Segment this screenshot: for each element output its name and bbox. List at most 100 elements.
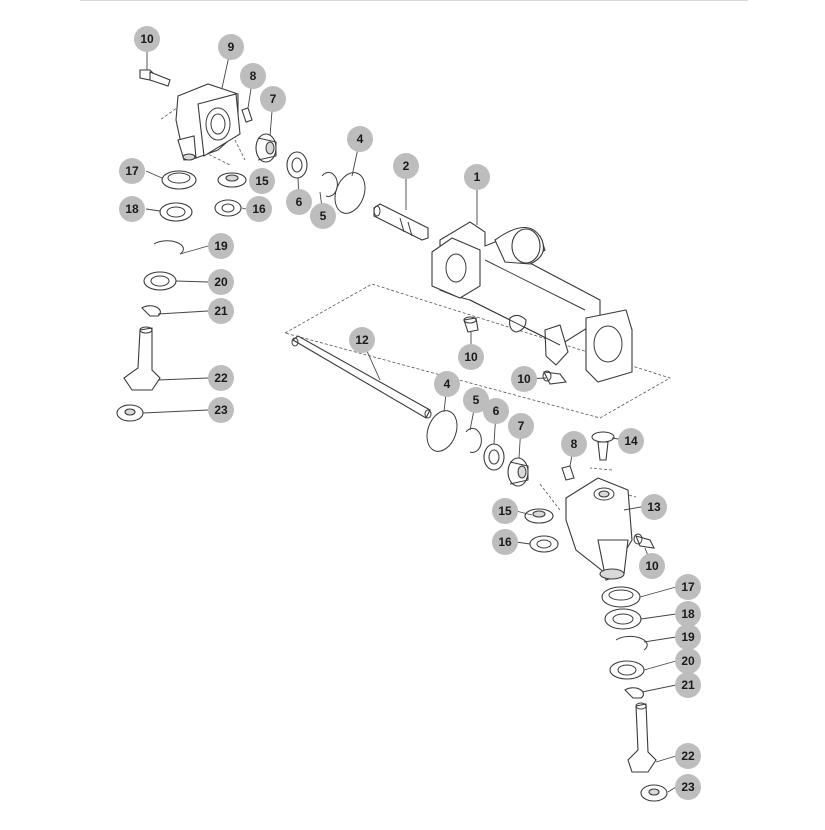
bearing-23-upper	[116, 404, 144, 422]
bearing-lower	[483, 443, 505, 471]
bolt-housing-a	[463, 316, 479, 333]
callout-7-lower: 7	[508, 413, 534, 439]
o-ring-upper	[334, 172, 366, 214]
callout-15-lower: 15	[492, 498, 518, 524]
callout-22-upper: 22	[208, 365, 234, 391]
tube-housing	[431, 221, 633, 383]
bevel-gear-upper	[255, 133, 277, 163]
callout-label: 20	[681, 654, 695, 668]
bearing-17-lower	[601, 586, 641, 608]
callout-9: 9	[218, 34, 244, 60]
callout-label: 5	[320, 209, 327, 223]
callout-label: 13	[647, 500, 661, 514]
bolt-lower-right	[633, 533, 655, 549]
callout-19-upper: 19	[208, 233, 234, 259]
callout-10-housing-a: 10	[458, 344, 484, 370]
callout-label: 18	[125, 202, 139, 216]
seal-18-upper	[159, 202, 193, 222]
o-ring-lower	[426, 410, 458, 452]
circlip-lower	[465, 427, 482, 453]
callout-label: 5	[473, 393, 480, 407]
callout-2: 2	[393, 153, 419, 179]
gear-15-lower	[524, 508, 554, 524]
callout-8-upper: 8	[240, 63, 266, 89]
callout-label: 10	[464, 350, 478, 364]
callout-label: 12	[355, 333, 369, 347]
callout-23-lower: 23	[675, 774, 701, 800]
callout-label: 1	[474, 170, 481, 184]
lower-gearbox-housing	[565, 477, 633, 581]
callout-18-lower: 18	[675, 601, 701, 627]
callout-label: 15	[255, 174, 269, 188]
callout-16-upper: 16	[246, 196, 272, 222]
bearing-20-lower	[609, 660, 645, 680]
callout-1: 1	[464, 164, 490, 190]
callout-label: 14	[624, 434, 638, 448]
callout-label: 6	[493, 404, 500, 418]
callout-label: 17	[681, 580, 695, 594]
callout-23-upper: 23	[208, 397, 234, 423]
callout-label: 22	[214, 371, 228, 385]
callout-4-lower: 4	[434, 371, 460, 397]
callout-17-upper: 17	[119, 158, 145, 184]
seal-16-lower	[529, 535, 559, 553]
bearing-17-upper	[161, 170, 197, 190]
callout-20-upper: 20	[208, 269, 234, 295]
bearing-20-upper	[143, 271, 177, 291]
callout-12: 12	[349, 327, 375, 353]
callout-label: 18	[681, 607, 695, 621]
drive-shaft	[373, 203, 429, 241]
callout-6-lower: 6	[483, 398, 509, 424]
callout-label: 23	[214, 403, 228, 417]
callout-label: 4	[357, 132, 364, 146]
gear-15-upper	[217, 172, 247, 188]
callout-7-upper: 7	[260, 86, 286, 112]
callout-6-upper: 6	[286, 189, 312, 215]
callout-label: 9	[228, 40, 235, 54]
callout-label: 2	[403, 159, 410, 173]
circlip-upper	[321, 171, 338, 197]
callout-label: 23	[681, 780, 695, 794]
long-shaft	[291, 335, 432, 419]
snap-ring-19-upper	[153, 240, 184, 255]
callout-13: 13	[641, 494, 667, 520]
callout-10-lower-right: 10	[639, 553, 665, 579]
top-divider	[80, 0, 748, 1]
callout-label: 17	[125, 164, 139, 178]
callout-14: 14	[618, 428, 644, 454]
callout-10-upper-left: 10	[134, 26, 160, 52]
callout-label: 19	[681, 630, 695, 644]
callout-label: 8	[250, 69, 257, 83]
bearing-upper	[286, 151, 308, 179]
callout-label: 16	[498, 535, 512, 549]
callout-16-lower: 16	[492, 529, 518, 555]
callout-label: 10	[517, 372, 531, 386]
bolt-upper-left	[139, 69, 171, 87]
callout-label: 16	[252, 202, 266, 216]
callout-5-lower: 5	[463, 387, 489, 413]
callout-19-lower: 19	[675, 624, 701, 650]
callout-10-housing-b: 10	[511, 366, 537, 392]
callout-17-lower: 17	[675, 574, 701, 600]
bevel-gear-lower	[507, 457, 529, 487]
spindle-22-upper	[123, 326, 161, 391]
callout-label: 19	[214, 239, 228, 253]
callout-21-upper: 21	[208, 298, 234, 324]
callout-label: 21	[214, 304, 228, 318]
seal-16-upper	[214, 199, 242, 217]
callout-15-upper: 15	[249, 168, 275, 194]
callout-20-lower: 20	[675, 648, 701, 674]
callout-label: 7	[518, 419, 525, 433]
callout-label: 4	[444, 377, 451, 391]
callout-8-lower: 8	[561, 431, 587, 457]
callout-label: 10	[645, 559, 659, 573]
clip-21-lower	[624, 687, 644, 699]
callout-label: 7	[270, 92, 277, 106]
snap-ring-19-lower	[615, 635, 648, 651]
upper-gearbox-housing	[175, 83, 241, 161]
bearing-23-lower	[640, 784, 668, 802]
callout-4-upper: 4	[347, 126, 373, 152]
callout-label: 20	[214, 275, 228, 289]
pin-lower	[561, 465, 575, 481]
